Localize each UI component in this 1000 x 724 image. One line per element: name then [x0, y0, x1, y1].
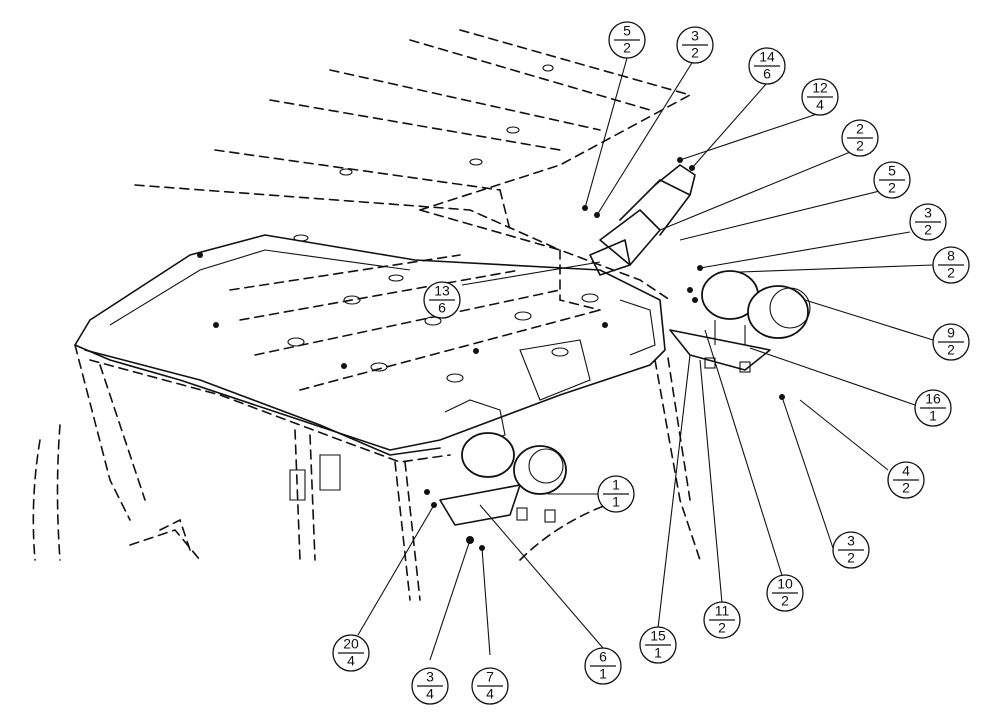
svg-text:2: 2 [902, 480, 910, 496]
svg-text:6: 6 [599, 649, 607, 665]
callout-11-2: 112 [703, 601, 741, 639]
svg-text:5: 5 [623, 23, 631, 39]
callout-14-6: 146 [748, 47, 786, 85]
svg-text:1: 1 [612, 494, 620, 510]
svg-text:14: 14 [759, 49, 775, 65]
svg-text:2: 2 [924, 222, 932, 238]
callout-3-2-right: 32 [909, 203, 947, 241]
callout-20-4: 204 [332, 634, 370, 672]
callout-2-2: 22 [841, 119, 879, 157]
cab-roof-panel [74, 234, 666, 463]
svg-text:4: 4 [426, 686, 434, 702]
svg-text:4: 4 [816, 97, 824, 113]
callout-5-2-top: 52 [608, 21, 646, 59]
beacon-mount [582, 157, 696, 276]
svg-text:4: 4 [902, 463, 910, 479]
callout-4-2: 42 [887, 461, 925, 499]
callout-3-2-top: 32 [676, 26, 714, 64]
callout-15-1: 151 [639, 626, 677, 664]
svg-text:2: 2 [781, 593, 789, 609]
callout-1-1: 11 [597, 475, 635, 513]
callout-7-4: 74 [471, 667, 509, 705]
svg-text:2: 2 [888, 180, 896, 196]
callout-3-4: 34 [411, 667, 449, 705]
svg-text:1: 1 [929, 408, 937, 424]
svg-text:4: 4 [347, 653, 355, 669]
svg-text:2: 2 [856, 138, 864, 154]
svg-text:7: 7 [486, 669, 494, 685]
callout-10-2: 102 [766, 574, 804, 612]
svg-text:16: 16 [925, 391, 941, 407]
callout-3-2-lower: 32 [832, 531, 870, 569]
svg-text:13: 13 [434, 283, 450, 299]
leader-lines [357, 57, 934, 661]
svg-text:3: 3 [426, 669, 434, 685]
svg-text:4: 4 [486, 686, 494, 702]
left-work-lamps [424, 399, 567, 551]
right-work-lamps [669, 265, 811, 400]
svg-text:3: 3 [847, 533, 855, 549]
callout-9-2: 92 [932, 323, 970, 361]
svg-text:5: 5 [888, 163, 896, 179]
svg-text:15: 15 [650, 628, 666, 644]
svg-text:2: 2 [623, 40, 631, 56]
cab-frame [32, 344, 701, 601]
svg-text:1: 1 [654, 645, 662, 661]
roof-outline [134, 29, 693, 311]
svg-text:6: 6 [438, 300, 446, 316]
svg-text:1: 1 [599, 666, 607, 682]
svg-text:2: 2 [718, 620, 726, 636]
svg-text:1: 1 [612, 477, 620, 493]
svg-text:10: 10 [777, 576, 793, 592]
callout-13-6: 136 [423, 281, 461, 319]
svg-text:12: 12 [812, 80, 828, 96]
callout-16-1: 161 [914, 389, 952, 427]
svg-text:2: 2 [947, 265, 955, 281]
svg-text:3: 3 [924, 205, 932, 221]
svg-text:9: 9 [947, 325, 955, 341]
svg-text:2: 2 [691, 45, 699, 61]
callout-6-1: 61 [584, 647, 622, 685]
svg-text:6: 6 [763, 66, 771, 82]
svg-text:8: 8 [947, 248, 955, 264]
svg-text:11: 11 [715, 603, 730, 619]
svg-text:2: 2 [856, 121, 864, 137]
svg-text:20: 20 [343, 636, 359, 652]
svg-text:3: 3 [691, 28, 699, 44]
callout-8-2: 82 [932, 246, 970, 284]
callout-5-2-right: 52 [873, 161, 911, 199]
callout-12-4: 124 [801, 78, 839, 116]
roof-bumps [197, 64, 608, 383]
svg-text:2: 2 [947, 342, 955, 358]
svg-text:2: 2 [847, 550, 855, 566]
